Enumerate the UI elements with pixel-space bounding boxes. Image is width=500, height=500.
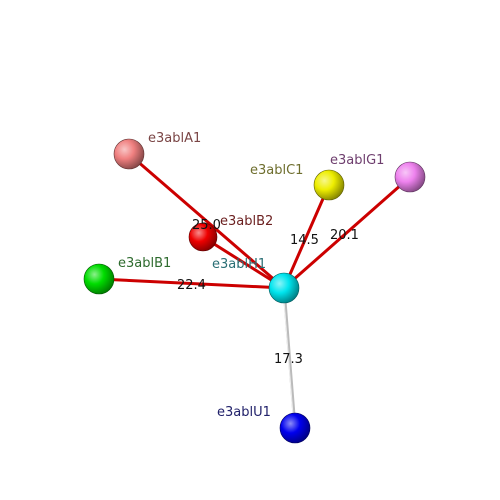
edge-label-b1: 22.4	[177, 278, 206, 293]
node-center[interactable]	[268, 272, 300, 304]
node-b1[interactable]	[83, 263, 115, 295]
node-u1[interactable]	[279, 412, 311, 444]
edge-highlight-u1	[282, 287, 295, 429]
edge-label-c1: 14.5	[290, 233, 319, 248]
node-label-u1: e3ablU1	[217, 405, 271, 420]
edge-center-b2	[201, 235, 286, 290]
node-layer	[83, 138, 426, 444]
node-label-b2: e3ablB2	[220, 214, 273, 229]
node-label-a1: e3ablA1	[148, 131, 201, 146]
node-b2[interactable]	[188, 222, 218, 252]
node-g1[interactable]	[394, 161, 426, 193]
edge-center-b1	[97, 277, 286, 290]
edge-center-a1	[127, 152, 286, 290]
edge-center-u1	[282, 286, 297, 430]
edge-center-g1	[282, 175, 412, 290]
node-c1[interactable]	[313, 169, 345, 201]
node-label-g1: e3ablG1	[330, 153, 384, 168]
node-label-center: e3ablH1	[212, 257, 266, 272]
label-layer: 25.0 22.4 14.5 20.1 17.3 e3ablH1 e3ablA1 e3ablB…	[118, 131, 384, 420]
edge-label-u1: 17.3	[274, 352, 303, 367]
edge-layer	[97, 152, 412, 430]
node-a1[interactable]	[113, 138, 145, 170]
edge-label-g1: 20.1	[330, 228, 359, 243]
edge-center-c1	[282, 183, 331, 290]
edge-label-b2: 25.0	[192, 218, 221, 233]
node-label-c1: e3ablC1	[250, 163, 303, 178]
node-label-b1: e3ablB1	[118, 256, 171, 271]
